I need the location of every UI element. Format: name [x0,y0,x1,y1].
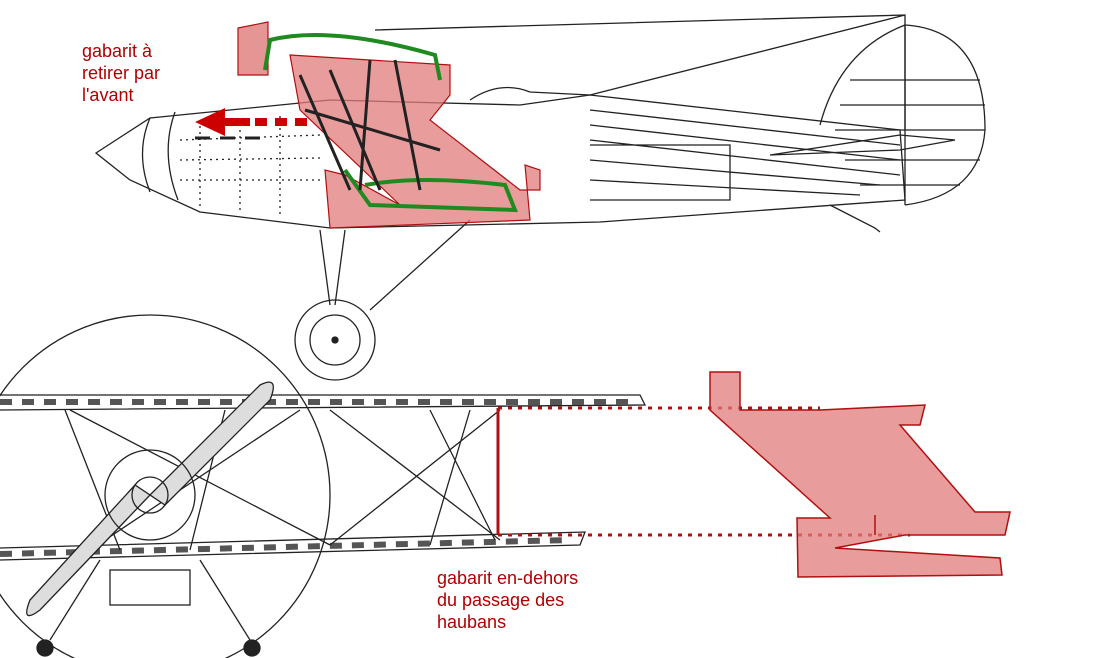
side-view-fuselage [94,14,986,381]
cowling [141,111,179,201]
bracing-wires [69,409,501,551]
front-view-biplane [0,314,647,658]
front-removal-line-1: gabarit à [82,41,153,61]
cockpit [469,86,591,101]
tail-skid [829,204,881,233]
front-removal-line-2: retirer par [82,63,161,83]
jig-template-outline [709,371,1011,578]
radiator [109,569,191,606]
lower-wing [0,531,586,561]
removal-arrow [195,108,250,136]
front-wheel-right [243,639,261,657]
front-removal-annotation: gabarit à retirer par l'avant [82,40,160,106]
propeller-disc [0,314,331,658]
front-landing-gear [49,559,251,641]
lower-wing-outline [343,168,518,213]
front-wheel-left [36,639,54,657]
wheel-hub [309,314,361,366]
propeller-blade-lower [26,484,152,617]
wheel [294,299,376,381]
interplane-struts [64,409,496,551]
engine-cowling [104,449,196,541]
jig-top-tab [237,21,269,76]
outside-struts-line-3: haubans [437,612,507,632]
upper-wing [0,394,647,411]
front-removal-line-3: l'avant [82,85,134,105]
tailplane [769,134,956,156]
landing-gear-strut [319,219,471,311]
outside-struts-line-1: gabarit en-dehors [437,568,579,588]
rear-panel-lines [589,109,901,201]
spinner [131,476,169,514]
wheel-axle [331,336,339,344]
outside-struts-line-2: du passage des [437,590,565,610]
propeller-blade-upper [148,381,274,506]
cabane-struts [298,59,441,191]
jig-template-body [709,371,1011,578]
upper-wing-outline [263,33,442,81]
outside-struts-annotation: gabarit en-dehors du passage des haubans [437,567,578,633]
rudder-lines [835,25,985,205]
side-view-jig [195,21,541,229]
rigging-wire [374,14,906,130]
tail-fin [819,24,986,206]
rivet-line [179,116,321,214]
